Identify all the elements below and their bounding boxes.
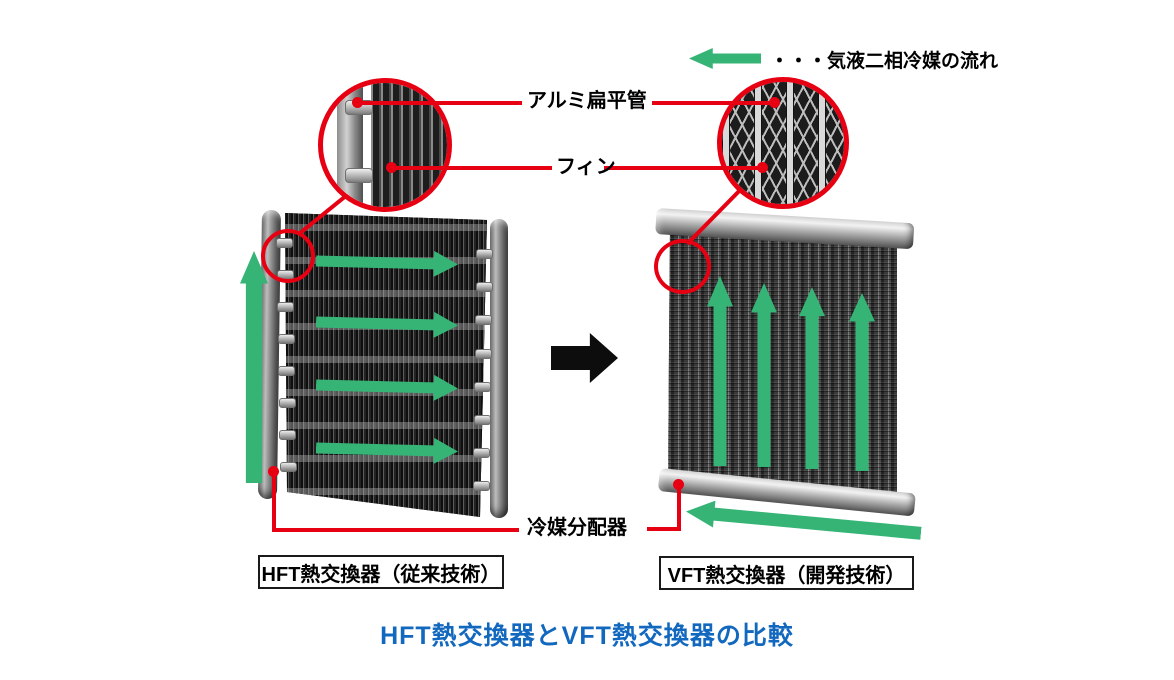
hft-caption-box: HFT熱交換器（従来技術） [258,555,504,589]
distributor-callout-line-right-vertical [677,487,681,531]
vft-zoom-marker-circle [654,239,711,294]
fin-callout-line-left [394,166,552,170]
hft-tube-stub [474,382,491,392]
fin-callout-dot-left [386,162,397,173]
hft-right-header-pipe [490,219,508,518]
hft-tube-stub [475,349,492,359]
hft-tube-stub [473,448,490,458]
distributor-label: 冷媒分配器 [527,517,627,539]
vft-magnified-view [717,77,849,209]
fin-label: フィン [556,156,616,178]
hft-tube-stub [277,302,294,312]
transition-arrow [551,333,618,383]
hft-tube-stub [474,415,491,425]
hft-tube-stub [278,366,295,376]
hft-zoom-marker-circle [261,229,315,283]
tube-callout-dot-left [352,97,363,108]
tube-callout-line-right [652,101,777,105]
hft-tube-stub [475,315,492,325]
fin-callout-dot-right [757,162,768,173]
tube-label: アルミ扁平管 [527,90,647,112]
tube-callout-dot-right [769,97,780,108]
distributor-callout-line-right [647,527,680,531]
distributor-callout-dot-right [673,479,684,490]
distributor-callout-line-left-vertical [272,474,276,532]
legend-label: ・・・気液二相冷媒の流れ [770,51,999,72]
legend-flow-arrow [689,48,761,69]
hft-magnified-view [318,78,452,212]
hft-mag-flat-tube [345,168,373,183]
distributor-callout-dot-left [268,466,279,477]
hft-mag-fins [371,83,447,207]
distributor-callout-line-left [272,528,519,532]
hft-tube-stub [280,462,297,472]
vft-caption-label: VFT熱交換器（開発技術） [667,564,906,587]
vft-caption-box: VFT熱交換器（開発技術） [659,556,914,590]
hft-caption-label: HFT熱交換器（従来技術） [261,563,501,586]
hft-tube-stub [279,398,296,408]
figure-title: HFT熱交換器とVFT熱交換器の比較 [380,622,794,650]
hft-tube-stub [473,481,490,491]
hft-tube-stub [476,249,493,259]
fin-callout-line-right [604,166,765,170]
tube-callout-line-left [360,101,522,105]
hft-tube-stub [476,282,493,292]
hft-tube-stub [279,430,296,440]
hft-tube-stub [278,334,295,344]
